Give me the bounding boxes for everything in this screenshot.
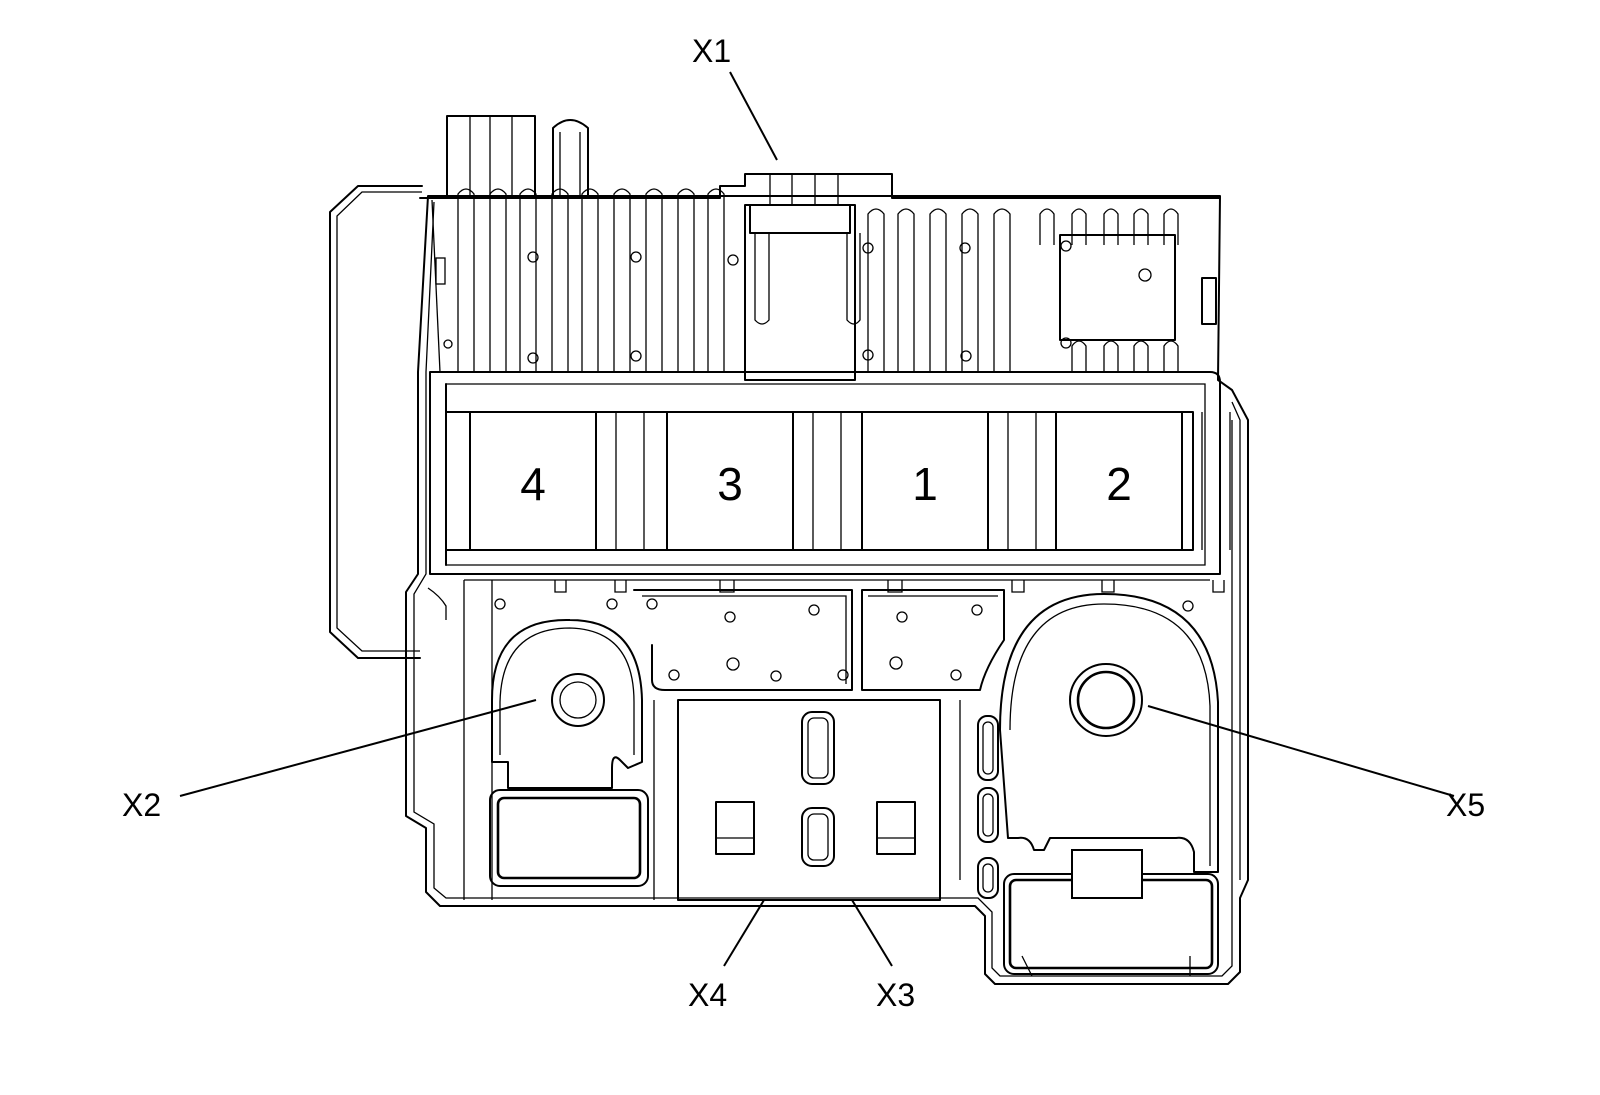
callout-x2: X2 (122, 787, 161, 823)
leader-x3 (851, 899, 893, 967)
fin (1071, 340, 1087, 372)
fuse-number-label: 2 (1106, 458, 1132, 510)
callout-x1: X1 (692, 33, 731, 69)
fin (961, 208, 979, 372)
fuse-slot-divider (615, 412, 645, 550)
fin (489, 188, 507, 372)
cooling-fins-lower-right (1071, 340, 1179, 372)
fuse-slot-divider (1007, 412, 1037, 550)
leader-lines (179, 71, 1455, 967)
leader-x2 (179, 699, 537, 797)
fin (551, 188, 569, 372)
fin (897, 208, 915, 372)
fuse-slot-divider (1201, 412, 1231, 550)
terminal-x2-stud (491, 598, 643, 789)
callout-x3: X3 (876, 977, 915, 1013)
leader-x4 (723, 899, 765, 967)
fuse-strip: 4 3 1 2 (429, 371, 1231, 575)
fin (581, 188, 599, 372)
cooling-fins-left (457, 188, 725, 372)
housing-outline (405, 195, 1249, 985)
fin (613, 188, 631, 372)
fuse-slot-1 (861, 411, 989, 551)
fuse-slot-divider (812, 412, 842, 550)
fin (645, 188, 663, 372)
callout-x4: X4 (688, 977, 727, 1013)
fin (519, 188, 537, 372)
fuse-number-label: 4 (520, 458, 546, 510)
lower-section (427, 579, 1225, 977)
fin (1163, 340, 1179, 372)
fin (707, 188, 725, 372)
cooling-fins-right (867, 208, 1011, 372)
top-fin-section (419, 115, 1221, 381)
fuse-slot-2 (1055, 411, 1183, 551)
fin (1133, 208, 1149, 245)
fin (1039, 208, 1055, 245)
fuse-slot-4 (469, 411, 597, 551)
callout-x5: X5 (1446, 787, 1485, 823)
fin (867, 208, 885, 372)
fuse-slots: 4 3 1 2 (469, 411, 1231, 551)
cooling-fins-upper-right (1039, 208, 1179, 245)
fin (929, 208, 947, 372)
fin (1071, 208, 1087, 245)
terminal-x5-stud (999, 593, 1219, 873)
leader-x1 (729, 71, 778, 161)
fin (457, 188, 475, 372)
fin (677, 188, 695, 372)
fin (1163, 208, 1179, 245)
fuse-number-label: 3 (717, 458, 743, 510)
fin (993, 208, 1011, 372)
fin (1103, 208, 1119, 245)
fuse-slot-3 (666, 411, 794, 551)
fuse-number-label: 1 (912, 458, 938, 510)
left-mounting-bracket (329, 185, 423, 659)
leader-x5 (1147, 705, 1455, 797)
fin (1103, 340, 1119, 372)
fin (1133, 340, 1149, 372)
